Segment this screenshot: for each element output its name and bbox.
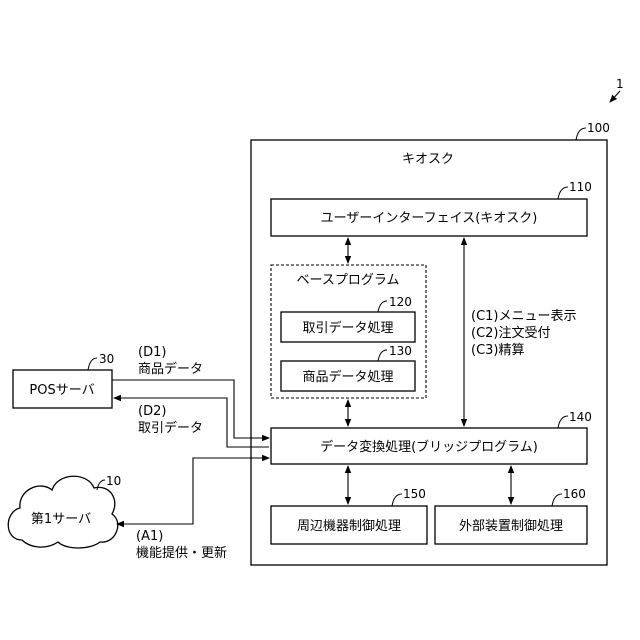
base-program-title: ベースプログラム <box>297 273 400 288</box>
kiosk-title: キオスク <box>402 152 454 167</box>
product-ref-label: 130 <box>389 344 412 358</box>
d2-text: 取引データ <box>138 420 203 436</box>
ui-label: ユーザーインターフェイス(キオスク) <box>321 211 538 226</box>
pos-server-label: POSサーバ <box>29 383 94 398</box>
system-ref-label: 1 <box>616 77 624 91</box>
pos-ref-leader <box>88 358 97 370</box>
periph-ref-label: 150 <box>403 487 426 501</box>
first-server-label: 第1サーバ <box>31 512 91 527</box>
kiosk-ref-label: 100 <box>587 121 610 135</box>
c3-label: (C3)精算 <box>471 343 525 358</box>
product-label: 商品データ処理 <box>302 369 393 385</box>
periph-label: 周辺機器制御処理 <box>297 519 401 534</box>
pos-ref-label: 30 <box>99 352 114 366</box>
d2-code: (D2) <box>138 404 166 419</box>
external-ref-label: 160 <box>563 487 586 501</box>
txn-label: 取引データ処理 <box>302 320 393 336</box>
external-label: 外部装置制御処理 <box>459 519 563 534</box>
convert-ref-label: 140 <box>569 410 592 424</box>
txn-ref-label: 120 <box>389 295 412 309</box>
a1-text: 機能提供・更新 <box>136 545 227 561</box>
server1-ref-label: 10 <box>106 474 121 488</box>
c1-label: (C1)メニュー表示 <box>471 309 577 324</box>
convert-label: データ変換処理(ブリッジプログラム) <box>320 439 538 455</box>
a1-arrow <box>117 458 269 524</box>
a1-code: (A1) <box>136 529 163 544</box>
d1-code: (D1) <box>138 345 166 360</box>
ui-ref-label: 110 <box>569 180 592 194</box>
d1-text: 商品データ <box>138 361 203 377</box>
system-ref-arrow <box>610 91 620 102</box>
c2-label: (C2)注文受付 <box>471 326 551 341</box>
kiosk-ref-leader <box>576 128 586 140</box>
